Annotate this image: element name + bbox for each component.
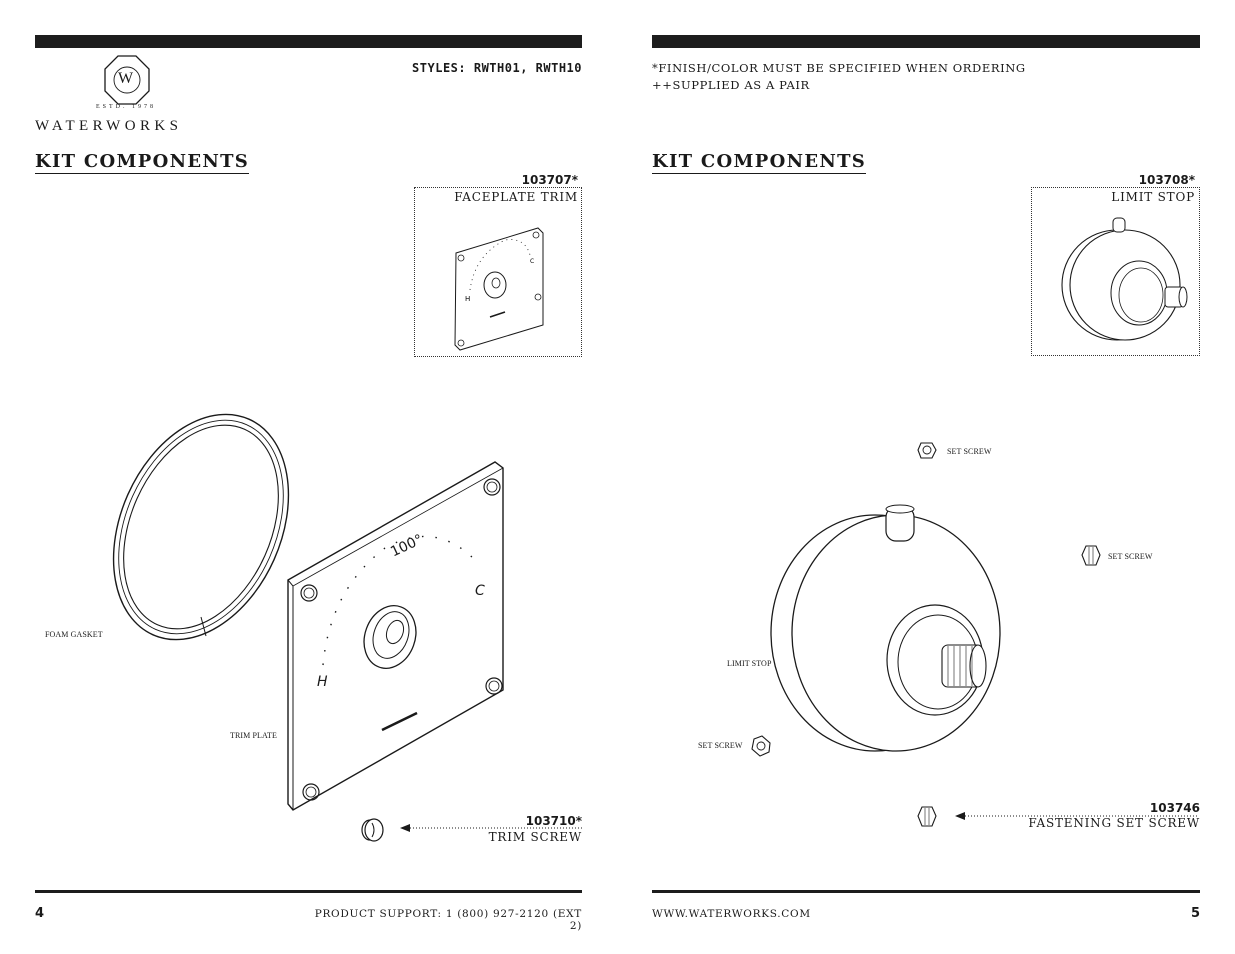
callout-set-screw-left: SET SCREW (698, 741, 743, 750)
logo-monogram: W (118, 70, 134, 87)
part-number-faceplate: 103707* (521, 173, 578, 187)
set-screw-right-icon (1081, 545, 1101, 566)
website-link[interactable]: WWW.WATERWORKS.COM (652, 908, 811, 920)
logo-wordmark: WATERWORKS (35, 118, 183, 134)
callout-foam-gasket: FOAM GASKET (45, 630, 103, 639)
faceplate-thumbnail: H C (454, 227, 544, 351)
callout-set-screw-right: SET SCREW (1108, 552, 1153, 561)
set-screw-left-icon (751, 735, 771, 757)
footer-rule-right (652, 890, 1200, 893)
set-screw-top-icon (917, 442, 937, 459)
part-number-trim-screw: 103710* (525, 814, 582, 828)
trim-plate-illustration (287, 461, 504, 811)
header-bar-left (35, 35, 582, 48)
page-number-right: 5 (1190, 906, 1200, 921)
dial-hot-label: H (317, 674, 328, 690)
part-label-limit-stop: LIMIT STOP (1111, 190, 1195, 204)
part-number-fastening-set-screw: 103746 (1149, 801, 1200, 815)
waterworks-logo-octagon (104, 55, 150, 105)
part-label-fastening-set-screw: FASTENING SET SCREW (1028, 816, 1200, 830)
foam-gasket-illustration (112, 413, 290, 641)
callout-set-screw-top: SET SCREW (947, 447, 992, 456)
limit-stop-illustration (770, 504, 1001, 752)
fastening-set-screw-leader-arrow (955, 812, 1199, 820)
note-finish: *FINISH/COLOR MUST BE SPECIFIED WHEN ORD… (652, 61, 1026, 75)
footer-rule-left (35, 890, 582, 893)
product-support: PRODUCT SUPPORT: 1 (800) 927-2120 (EXT 2… (314, 908, 582, 932)
svg-text:C: C (530, 258, 534, 265)
section-heading-right: KIT COMPONENTS (652, 151, 867, 174)
logo-estd: ESTD. 1978 (96, 104, 156, 110)
part-label-trim-screw: TRIM SCREW (488, 830, 582, 844)
styles-label: STYLES: RWTH01, RWTH10 (412, 61, 582, 75)
fastening-set-screw-icon (917, 806, 937, 827)
svg-text:H: H (465, 295, 470, 303)
part-label-faceplate: FACEPLATE TRIM (454, 190, 578, 204)
page-number-left: 4 (35, 906, 45, 921)
section-heading-left: KIT COMPONENTS (35, 151, 250, 174)
part-box-faceplate (414, 187, 582, 357)
limit-stop-thumbnail (1061, 217, 1188, 341)
trim-screw-icon (361, 818, 384, 842)
part-box-limit-stop (1031, 187, 1200, 356)
note-pair: ++SUPPLIED AS A PAIR (652, 78, 810, 92)
header-bar-right (652, 35, 1200, 48)
part-number-limit-stop: 103708* (1138, 173, 1195, 187)
dial-cold-label: C (475, 583, 485, 599)
trim-screw-leader-arrow (400, 824, 582, 832)
callout-trim-plate: TRIM PLATE (230, 731, 277, 740)
callout-limit-stop: LIMIT STOP (727, 659, 772, 668)
